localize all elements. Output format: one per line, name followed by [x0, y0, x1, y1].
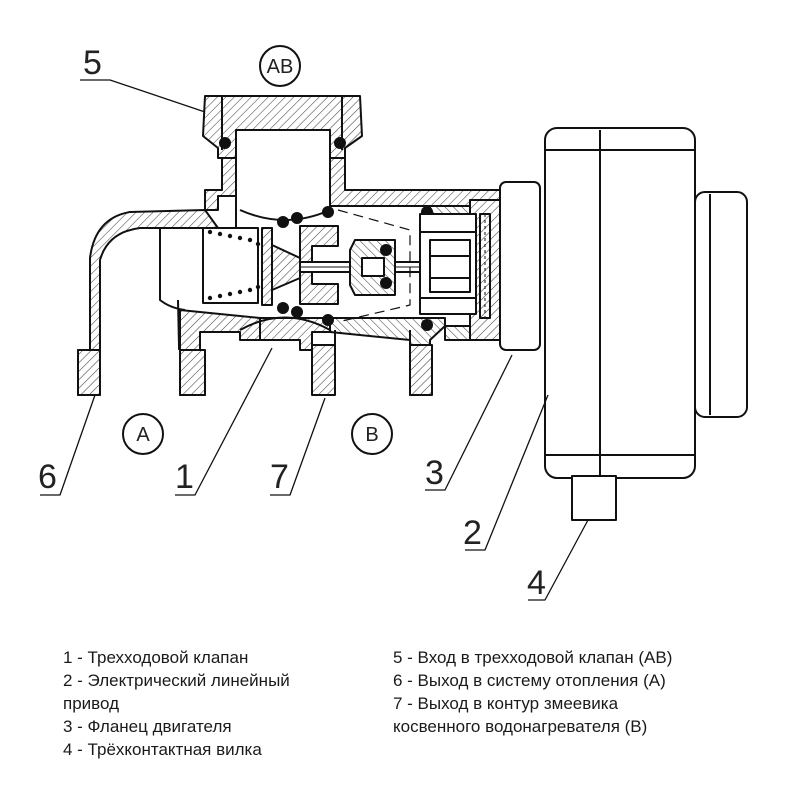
legend-item-7-cont: косвенного водонагревателя (В) [393, 717, 648, 736]
three-pin-plug [571, 475, 617, 521]
legend-item-5: 5 - Вход в трехходовой клапан (АВ) [393, 648, 673, 667]
motor-flange [419, 181, 541, 351]
legend-item-4: 4 - Трёхконтактная вилка [63, 740, 262, 759]
port-ab-label: AB [267, 56, 294, 78]
legend-item-6: 6 - Выход в систему отопления (А) [393, 671, 666, 690]
legend-item-7: 7 - Выход в контур змеевика [393, 694, 619, 713]
callout-4: 4 [527, 564, 546, 602]
outlet-a-pipe [77, 330, 206, 396]
callout-6: 6 [38, 458, 57, 496]
callout-1: 1 [175, 458, 194, 496]
port-ab-circle [259, 45, 301, 87]
legend-item-2: 2 - Электрический линейный [63, 671, 290, 690]
electric-actuator [544, 127, 748, 479]
leader-lines [40, 79, 589, 601]
callout-3: 3 [425, 454, 444, 492]
port-a-circle [122, 413, 164, 455]
valve-inner-chamber [202, 196, 491, 331]
port-b-circle [351, 413, 393, 455]
legend-item-3: 3 - Фланец двигателя [63, 717, 232, 736]
port-b-label: B [365, 424, 378, 446]
legend-right: 5 - Вход в трехходовой клапан (АВ) 6 - В… [393, 646, 793, 738]
callout-2: 2 [463, 514, 482, 552]
outlet-b-pipe [311, 330, 433, 396]
legend-left: 1 - Трехходовой клапан 2 - Электрический… [63, 646, 383, 761]
callout-5: 5 [83, 44, 102, 82]
callout-7: 7 [270, 458, 289, 496]
legend-item-1: 1 - Трехходовой клапан [63, 648, 249, 667]
legend-item-2-cont: привод [63, 694, 119, 713]
inlet-nut [202, 95, 363, 159]
port-a-label: A [136, 424, 150, 446]
